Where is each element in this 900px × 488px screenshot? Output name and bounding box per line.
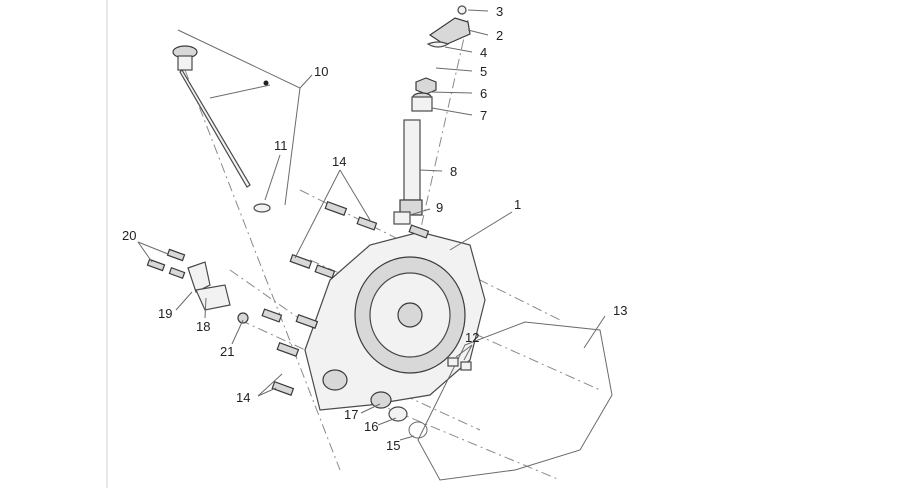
callout-8: 8 <box>450 164 457 179</box>
callout-18: 18 <box>196 319 210 334</box>
leader-lines <box>137 9 606 441</box>
callout-5: 5 <box>480 64 487 79</box>
bracket-10 <box>177 29 301 206</box>
gasket <box>417 321 613 481</box>
callout-labels: 1 2 3 4 5 6 7 8 9 10 11 12 13 14 14 15 1… <box>122 4 627 453</box>
callout-13: 13 <box>613 303 627 318</box>
callout-1: 1 <box>514 197 521 212</box>
o-ring <box>253 203 271 213</box>
shaft-stack <box>393 5 471 225</box>
dowel-pins <box>447 357 472 371</box>
dipstick <box>172 45 269 188</box>
callout-4: 4 <box>480 45 487 60</box>
callout-3: 3 <box>496 4 503 19</box>
callout-19: 19 <box>158 306 172 321</box>
callout-7: 7 <box>480 108 487 123</box>
water-fitting <box>146 248 249 324</box>
callout-10: 10 <box>314 64 328 79</box>
callout-16: 16 <box>364 419 378 434</box>
callout-14-bottom: 14 <box>236 390 250 405</box>
callout-11: 11 <box>274 138 288 153</box>
bolts-14 <box>261 200 430 396</box>
callout-17: 17 <box>344 407 358 422</box>
seals <box>370 391 428 439</box>
callout-6: 6 <box>480 86 487 101</box>
callout-15: 15 <box>386 438 400 453</box>
callout-14-top: 14 <box>332 154 346 169</box>
callout-21: 21 <box>220 344 234 359</box>
callout-12: 12 <box>465 330 479 345</box>
callout-20: 20 <box>122 228 136 243</box>
callout-9: 9 <box>436 200 443 215</box>
clutch-cover <box>304 231 486 411</box>
callout-2: 2 <box>496 28 503 43</box>
